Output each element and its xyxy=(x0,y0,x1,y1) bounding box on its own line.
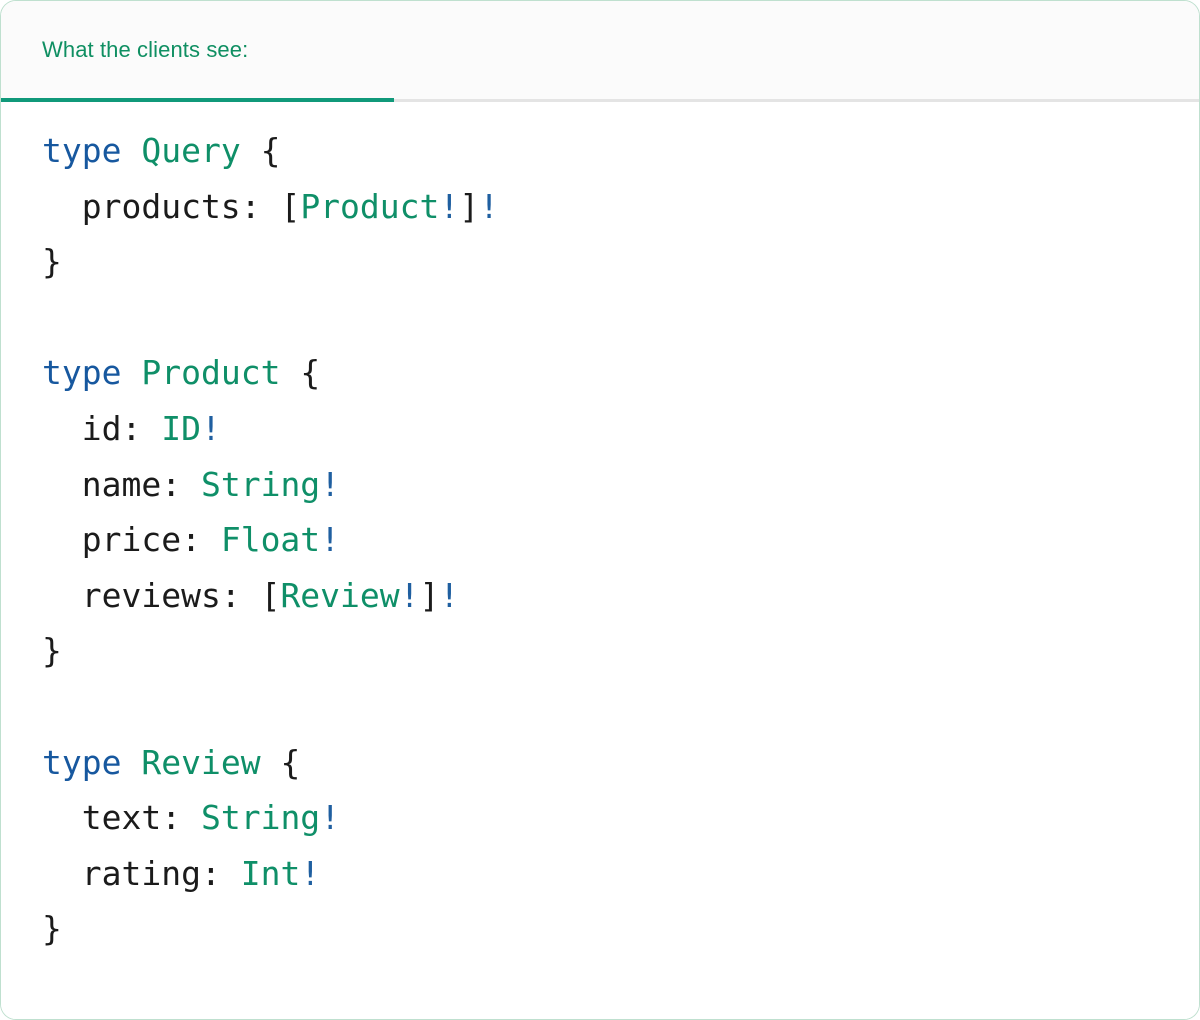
code-line: type Product { xyxy=(42,345,1159,401)
code-token-type: Float xyxy=(220,520,321,560)
code-line: reviews: [Review!]! xyxy=(42,568,1159,624)
code-token-punct: : xyxy=(181,520,221,560)
code-token-field: rating xyxy=(42,853,201,893)
code-line: ​ xyxy=(42,679,1159,735)
code-token-type: Int xyxy=(240,853,301,893)
tab-strip: What the clients see: xyxy=(1,1,1199,102)
tab-label: What the clients see: xyxy=(42,37,249,62)
code-token-bang: ! xyxy=(439,575,460,615)
code-token-kw: type xyxy=(42,742,122,782)
code-token-punct: ] xyxy=(419,575,440,615)
code-line: rating: Int! xyxy=(42,846,1159,902)
code-token-punct xyxy=(261,743,281,782)
code-line: products: [Product!]! xyxy=(42,179,1159,235)
active-tab-underline xyxy=(1,98,394,102)
code-token-type: String xyxy=(200,464,321,504)
code-token-punct: [ xyxy=(260,575,281,615)
code-token-type: Query xyxy=(141,131,241,170)
code-line: type Query { xyxy=(42,123,1159,179)
code-token-punct: : xyxy=(240,186,281,226)
code-token-type: Review xyxy=(280,575,400,615)
code-token-punct: : xyxy=(121,408,162,448)
code-token-type: Review xyxy=(141,742,261,782)
code-token-bang: ! xyxy=(399,575,420,615)
code-token-punct: { xyxy=(280,742,301,782)
code-token-punct: } xyxy=(42,242,62,282)
code-token-punct: [ xyxy=(280,186,301,226)
code-token-kw: type xyxy=(42,353,122,393)
code-token-type: Product xyxy=(300,186,440,226)
code-token-punct xyxy=(280,353,300,392)
code-line: text: String! xyxy=(42,790,1159,846)
code-token-bang: ! xyxy=(479,186,500,226)
code-line: ​ xyxy=(42,290,1159,346)
code-token-bang: ! xyxy=(200,408,221,448)
code-token-field: id xyxy=(42,408,122,448)
code-line: } xyxy=(42,623,1159,679)
code-token-type: Product xyxy=(141,353,281,393)
code-token-type: ID xyxy=(161,408,201,448)
code-token-bang: ! xyxy=(320,464,341,504)
code-line: id: ID! xyxy=(42,401,1159,457)
code-token-punct: { xyxy=(260,131,281,170)
code-token-field: name xyxy=(42,464,162,504)
code-token-punct: ] xyxy=(459,186,480,226)
code-token-field: price xyxy=(42,520,182,560)
graphql-schema-code: type Query { products: [Product!]!}​type… xyxy=(42,123,1159,957)
code-line: } xyxy=(42,234,1159,290)
code-token-type: String xyxy=(200,798,321,838)
code-token-punct: : xyxy=(161,464,201,504)
code-token-punct: } xyxy=(42,909,62,949)
tab-what-the-clients-see[interactable]: What the clients see: xyxy=(1,1,394,102)
code-panel: type Query { products: [Product!]!}​type… xyxy=(1,102,1199,1019)
code-line: price: Float! xyxy=(42,512,1159,568)
code-token-field: text xyxy=(42,798,162,838)
code-token-bang: ! xyxy=(300,853,321,893)
code-token-punct xyxy=(241,131,261,170)
code-token-punct: : xyxy=(220,575,261,615)
code-token-punct: } xyxy=(42,631,62,671)
code-token-field: reviews xyxy=(42,575,221,615)
code-token-bang: ! xyxy=(320,798,341,838)
code-token-field: products xyxy=(42,186,241,226)
code-token-bang: ! xyxy=(439,186,460,226)
code-token-punct: : xyxy=(200,853,241,893)
code-token-kw: type xyxy=(42,131,122,170)
code-token-bang: ! xyxy=(320,520,341,560)
code-token-punct xyxy=(121,353,141,392)
code-line: name: String! xyxy=(42,457,1159,513)
code-token-punct: : xyxy=(161,798,201,838)
code-line: } xyxy=(42,901,1159,957)
code-token-punct xyxy=(121,743,141,782)
code-token-punct: { xyxy=(300,353,321,393)
code-line: type Review { xyxy=(42,735,1159,791)
code-token-punct xyxy=(121,131,141,170)
